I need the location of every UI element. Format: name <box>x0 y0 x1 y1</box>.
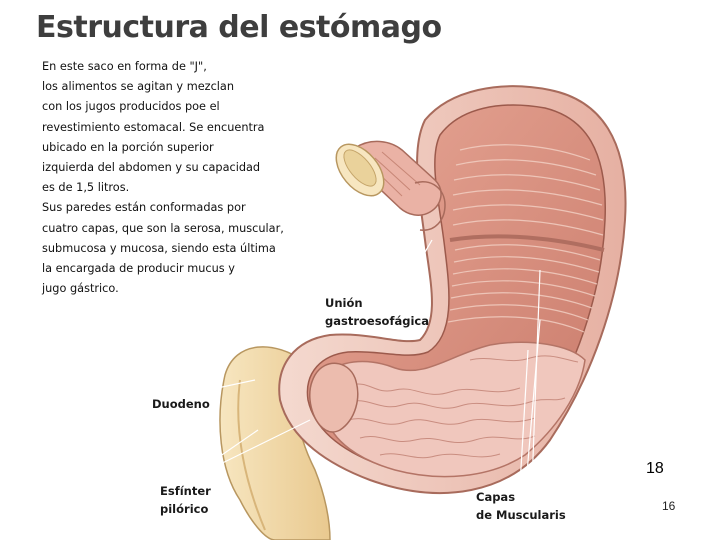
page-subnumber: 16 <box>662 499 675 513</box>
label-esfinter-pilorico: Esfínter pilórico <box>160 482 211 518</box>
label-capas-muscularis: Capas de Muscularis <box>476 488 566 524</box>
description-line: En este saco en forma de "J", <box>42 57 312 77</box>
label-union-gastroesofagica: Unión gastroesofágica <box>325 294 429 330</box>
description-line: cuatro capas, que son la serosa, muscula… <box>42 219 312 239</box>
label-line: Unión <box>325 294 429 312</box>
description-text: En este saco en forma de "J", los alimen… <box>42 57 312 299</box>
label-line: Capas <box>476 488 566 506</box>
description-line: revestimiento estomacal. Se encuentra <box>42 118 312 138</box>
label-line: Esfínter <box>160 482 211 500</box>
description-line: la encargada de producir mucus y <box>42 259 312 279</box>
description-line: es de 1,5 litros. <box>42 178 312 198</box>
label-line: gastroesofágica <box>325 312 429 330</box>
description-line: submucosa y mucosa, siendo esta última <box>42 239 312 259</box>
slide-title: Estructura del estómago <box>36 10 442 45</box>
page-number: 18 <box>646 460 664 478</box>
label-duodeno: Duodeno <box>152 395 210 413</box>
description-line: jugo gástrico. <box>42 279 312 299</box>
description-line: izquierda del abdomen y su capacidad <box>42 158 312 178</box>
description-line: los alimentos se agitan y mezclan <box>42 77 312 97</box>
description-line: con los jugos producidos poe el <box>42 97 312 117</box>
label-line: pilórico <box>160 500 211 518</box>
label-line: de Muscularis <box>476 506 566 524</box>
description-line: Sus paredes están conformadas por <box>42 198 312 218</box>
mucosa <box>322 342 585 476</box>
description-line: ubicado en la porción superior <box>42 138 312 158</box>
slide: Estructura del estómago En este saco en … <box>30 0 636 540</box>
